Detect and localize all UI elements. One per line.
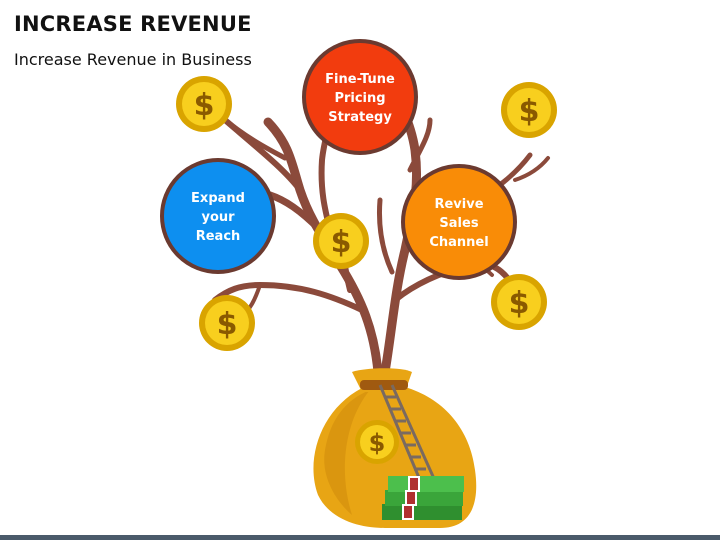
strategy-circle-expand: Expand your Reach xyxy=(160,158,276,274)
circle-label-line: Revive xyxy=(434,197,483,212)
coin-symbol: $ xyxy=(369,429,386,457)
circle-label-line: Fine-Tune xyxy=(325,72,395,87)
coin-symbol: $ xyxy=(509,286,530,321)
coin-symbol: $ xyxy=(217,307,238,342)
slide-title: INCREASE REVENUE xyxy=(14,12,252,36)
coin: $ xyxy=(491,274,547,330)
coin: $ xyxy=(355,420,399,464)
strategy-circle-revive: Revive Sales Channel xyxy=(401,164,517,280)
coin: $ xyxy=(176,76,232,132)
ladder xyxy=(378,384,442,493)
slide-subtitle: Increase Revenue in Business xyxy=(14,50,252,69)
circle-label-line: Pricing xyxy=(334,91,385,106)
footer-bar xyxy=(0,535,720,540)
circle-label-line: Strategy xyxy=(328,110,392,125)
coin: $ xyxy=(501,82,557,138)
coin: $ xyxy=(313,213,369,269)
coin-symbol: $ xyxy=(331,225,352,260)
money-bag-tie xyxy=(360,380,408,390)
coin-symbol: $ xyxy=(519,94,540,129)
cash-stack xyxy=(382,476,464,520)
coin: $ xyxy=(199,295,255,351)
circle-label-line: Sales xyxy=(439,216,478,231)
circle-label-line: Reach xyxy=(196,229,241,244)
circle-label-line: your xyxy=(201,210,235,225)
circle-label-line: Expand xyxy=(191,191,245,206)
coin-symbol: $ xyxy=(194,88,215,123)
strategy-circle-fine-tune: Fine-Tune Pricing Strategy xyxy=(302,39,418,155)
circle-label-line: Channel xyxy=(429,235,488,250)
